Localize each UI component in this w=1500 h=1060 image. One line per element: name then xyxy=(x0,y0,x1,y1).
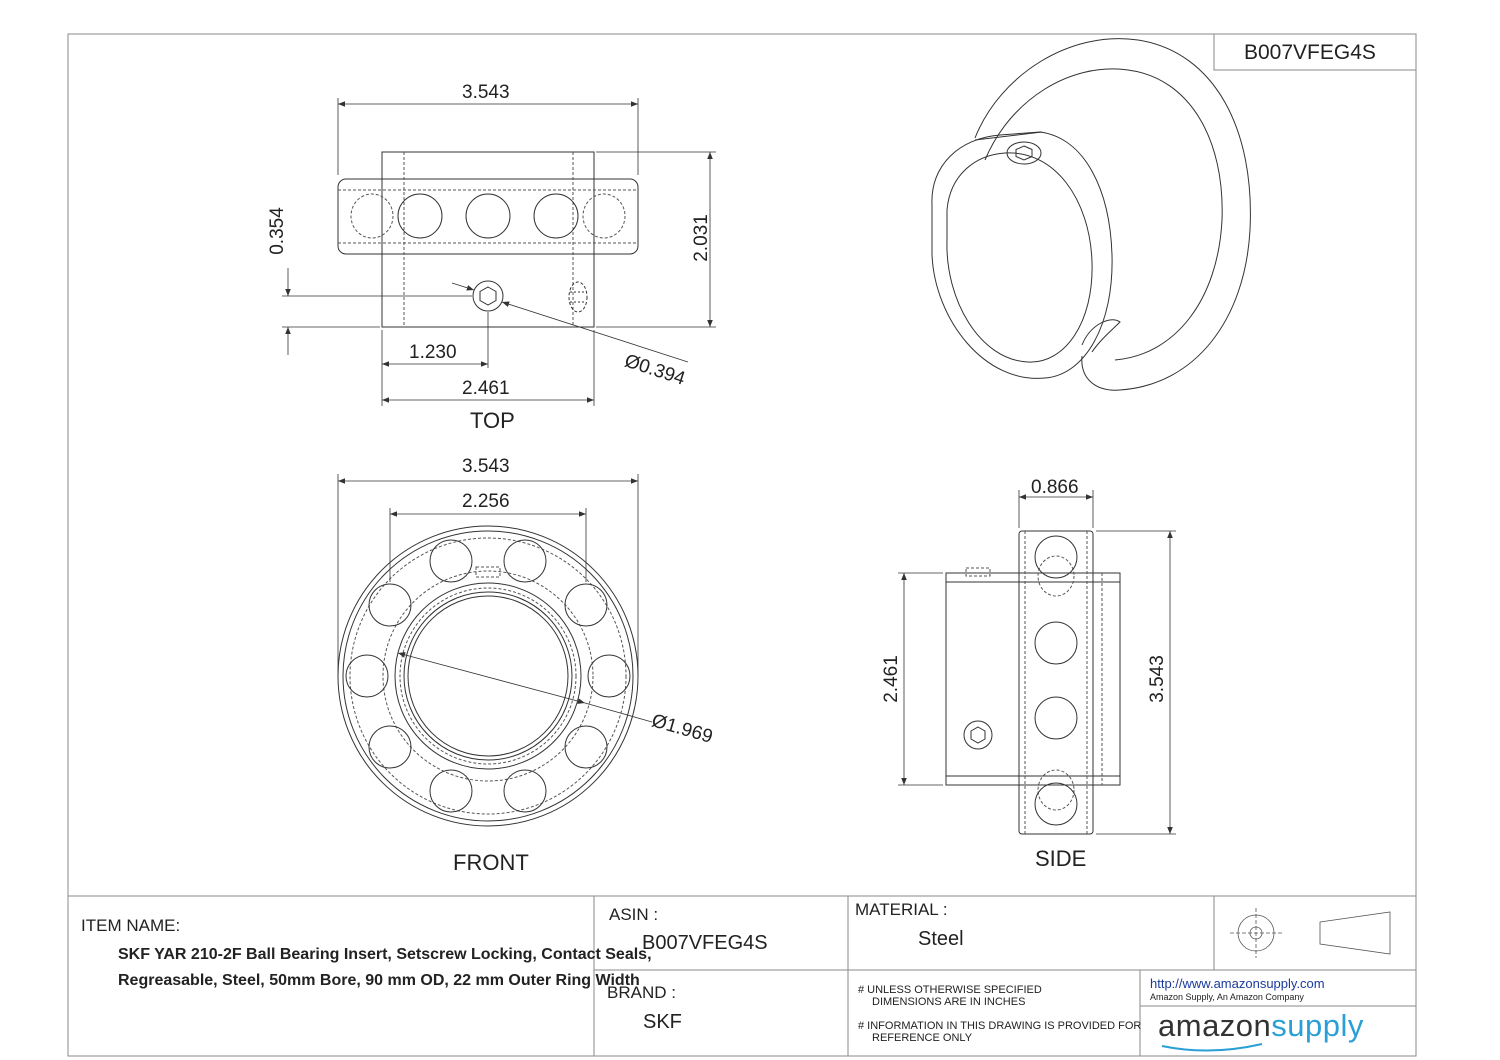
material-value: Steel xyxy=(918,928,964,950)
asin-value: B007VFEG4S xyxy=(642,932,768,954)
side-view xyxy=(945,530,1121,835)
front-view-dimensions xyxy=(337,474,653,723)
item-name-line-2: Regreasable, Steel, 50mm Bore, 90 mm OD,… xyxy=(118,972,640,989)
top-width-inner-dim: 2.461 xyxy=(462,378,510,399)
top-view-dimensions xyxy=(282,98,716,406)
front-view-title: FRONT xyxy=(453,850,529,875)
brand-label: BRAND : xyxy=(607,983,676,1002)
top-view xyxy=(337,151,639,328)
units-note-line-2: DIMENSIONS ARE IN INCHES xyxy=(872,996,1026,1008)
reference-note-line-1: # INFORMATION IN THIS DRAWING IS PROVIDE… xyxy=(858,1020,1142,1032)
brand-value: SKF xyxy=(643,1011,682,1033)
logo-amazon-text: amazon xyxy=(1158,1008,1272,1043)
part-number-label: B007VFEG4S xyxy=(1244,41,1376,64)
top-height-dim: 2.031 xyxy=(690,214,712,262)
units-note-line-1: # UNLESS OTHERWISE SPECIFIED xyxy=(858,984,1042,996)
side-view-title: SIDE xyxy=(1035,846,1087,871)
side-view-dimensions xyxy=(898,490,1176,835)
part-number-box xyxy=(1213,33,1417,71)
isometric-view xyxy=(931,38,1251,391)
top-screw-height-dim: 0.354 xyxy=(266,207,288,255)
third-angle-projection-icon xyxy=(1230,908,1391,958)
sheet-border xyxy=(67,33,1417,1057)
top-view-title: TOP xyxy=(470,408,515,433)
amazon-smile-icon xyxy=(1161,1043,1263,1052)
side-inner-height-dim: 2.461 xyxy=(880,655,902,703)
front-view xyxy=(337,525,639,827)
side-ring-width-dim: 0.866 xyxy=(1031,477,1079,498)
top-width-outer-dim: 3.543 xyxy=(462,82,510,103)
title-block-frame xyxy=(68,895,1416,1056)
item-name-line-1: SKF YAR 210-2F Ball Bearing Insert, Sets… xyxy=(118,946,652,963)
side-outer-height-dim: 3.543 xyxy=(1146,655,1168,703)
front-ball-circle-dim: 2.256 xyxy=(462,491,510,512)
website-link[interactable]: http://www.amazonsupply.com xyxy=(1150,976,1325,991)
item-name-label: ITEM NAME: xyxy=(81,916,181,935)
company-name: Amazon Supply, An Amazon Company xyxy=(1150,992,1304,1002)
logo-supply-text: supply xyxy=(1271,1008,1364,1043)
asin-label: ASIN : xyxy=(609,905,659,924)
reference-note-line-2: REFERENCE ONLY xyxy=(872,1032,973,1044)
amazonsupply-logo: amazonsupply xyxy=(1158,1008,1364,1044)
front-outer-dim: 3.543 xyxy=(462,456,510,477)
material-label: MATERIAL : xyxy=(855,900,948,919)
top-screw-offset-dim: 1.230 xyxy=(409,342,457,363)
